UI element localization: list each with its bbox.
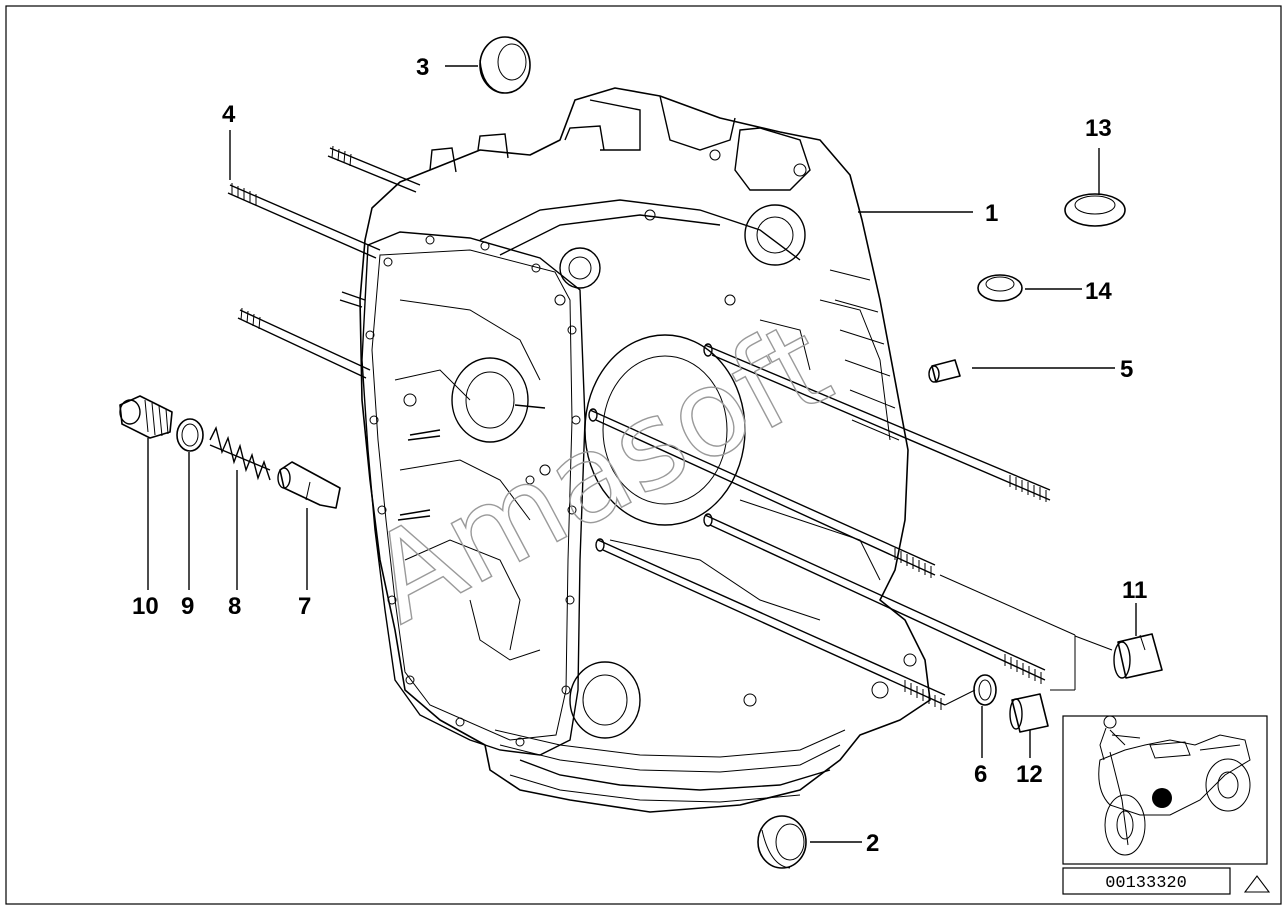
o-ring-part-6[interactable] xyxy=(973,674,997,706)
callout-1: 1 xyxy=(985,200,998,227)
callout-5: 5 xyxy=(1120,356,1133,383)
plug-part-3[interactable] xyxy=(479,36,531,94)
callout-3: 3 xyxy=(416,54,429,81)
callout-14: 14 xyxy=(1085,278,1112,305)
callout-11: 11 xyxy=(1122,577,1147,604)
callout-10: 10 xyxy=(132,593,159,620)
callout-4: 4 xyxy=(222,101,236,128)
sleeve-part-11[interactable] xyxy=(1113,633,1163,679)
sleeve-part-12[interactable] xyxy=(1009,693,1049,733)
callout-9: 9 xyxy=(181,593,194,620)
callout-12: 12 xyxy=(1016,761,1043,788)
crankcase-housing[interactable] xyxy=(359,87,931,813)
stud-bolts-through[interactable] xyxy=(588,343,1051,710)
cap-part-13[interactable] xyxy=(1064,193,1126,227)
callout-6: 6 xyxy=(974,761,987,788)
callout-2: 2 xyxy=(866,830,879,857)
motorcycle-locator-thumbnail xyxy=(1062,715,1268,865)
plug-part-2[interactable] xyxy=(757,815,807,869)
reference-number-box: 00133320 xyxy=(1062,867,1231,895)
valve-piston-part-7[interactable] xyxy=(277,461,341,509)
spring-part-8[interactable] xyxy=(209,425,271,481)
callout-13: 13 xyxy=(1085,115,1112,142)
callout-labels: 1 2 3 4 5 6 7 8 9 10 11 12 13 14 xyxy=(132,54,1147,857)
screw-plug-part-10[interactable] xyxy=(119,395,173,439)
dowel-part-5[interactable] xyxy=(928,359,961,383)
callout-7: 7 xyxy=(298,593,311,620)
leader-lines xyxy=(147,65,1137,843)
callout-8: 8 xyxy=(228,593,241,620)
stud-bolts-left[interactable] xyxy=(227,145,421,379)
reference-number: 00133320 xyxy=(1105,874,1187,893)
location-dot xyxy=(1152,788,1172,808)
diagram-frame xyxy=(5,5,1282,905)
sealing-ring-part-9[interactable] xyxy=(176,418,204,452)
triangle-icon xyxy=(1243,875,1271,893)
cap-part-14[interactable] xyxy=(977,274,1023,302)
